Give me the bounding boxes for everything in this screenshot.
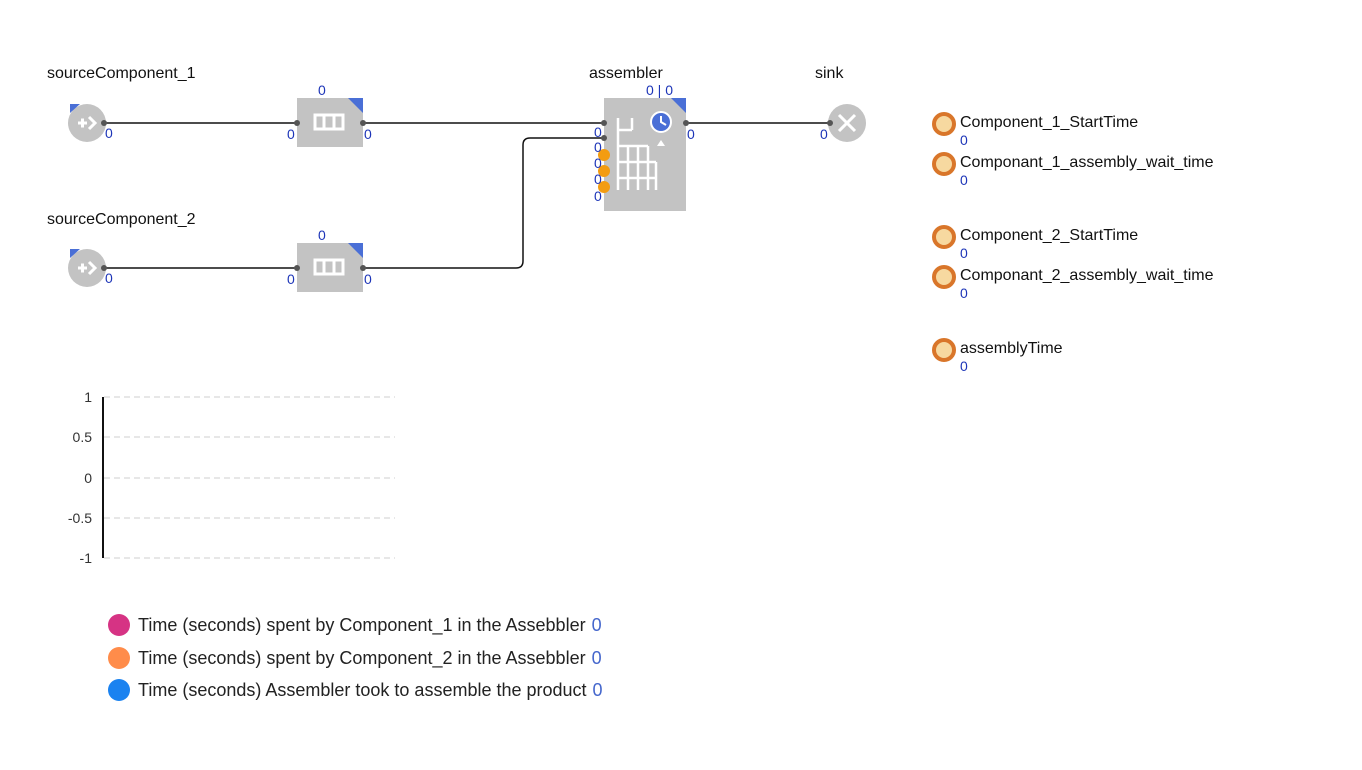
- source2-label: sourceComponent_2: [47, 211, 196, 228]
- clock-icon: [650, 111, 672, 133]
- queue1-out-count: 0: [364, 126, 372, 142]
- variable-value: 0: [960, 245, 968, 261]
- legend-label: Time (seconds) spent by Component_2 in t…: [138, 648, 586, 668]
- source1-block[interactable]: [68, 104, 106, 142]
- assembler-in-port-5[interactable]: [598, 181, 610, 193]
- variable-value: 0: [960, 285, 968, 301]
- legend-value: 0: [591, 615, 602, 635]
- variable-name: Componant_1_assembly_wait_time: [960, 154, 1214, 171]
- variable-name: assemblyTime: [960, 340, 1063, 357]
- assembler-in3-count: 0: [594, 155, 602, 171]
- queue1-out-port[interactable]: [360, 120, 366, 126]
- assembler-in-port-2[interactable]: [601, 135, 607, 141]
- queue1-count: 0: [318, 82, 326, 98]
- queue2-block[interactable]: [297, 243, 363, 292]
- queue2-in-count: 0: [287, 271, 295, 287]
- queue1-block[interactable]: [297, 98, 363, 147]
- assembler-out-count: 0: [687, 126, 695, 142]
- queue2-count: 0: [318, 227, 326, 243]
- legend-value: 0: [591, 648, 602, 668]
- queue2-out-count: 0: [364, 271, 372, 287]
- assembler-in5-count: 0: [594, 188, 602, 204]
- sink-in-count: 0: [820, 126, 828, 142]
- assembler-label: assembler: [589, 65, 663, 82]
- variable-name: Component_1_StartTime: [960, 114, 1139, 131]
- assembler-block[interactable]: [604, 98, 686, 211]
- legend-dot-icon: [108, 647, 130, 669]
- triangle-up-icon: [657, 140, 665, 146]
- assembler-in-port-4[interactable]: [598, 165, 610, 177]
- queue1-in-port[interactable]: [294, 120, 300, 126]
- source1-out-port[interactable]: [101, 120, 107, 126]
- legend-label: Time (seconds) Assembler took to assembl…: [138, 680, 587, 700]
- y-tick-label: 0.5: [72, 429, 92, 445]
- variable-value: 0: [960, 358, 968, 374]
- connector-queue2-assembler[interactable]: [363, 137, 604, 269]
- variable-name: Componant_2_assembly_wait_time: [960, 267, 1214, 284]
- variable-icon: [932, 152, 956, 176]
- queue1-in-count: 0: [287, 126, 295, 142]
- assembler-in2-count: 0: [594, 139, 602, 155]
- assembler-in-port-3[interactable]: [598, 149, 610, 161]
- y-tick-label: 1: [84, 389, 92, 405]
- source2-block[interactable]: [68, 249, 106, 287]
- assembler-counts: 0 | 0: [646, 82, 673, 98]
- chart-area: [102, 396, 395, 559]
- variable-value: 0: [960, 132, 968, 148]
- queue2-out-port[interactable]: [360, 265, 366, 271]
- assembler-in1-count: 0: [594, 124, 602, 140]
- y-tick-label: 0: [84, 470, 92, 486]
- sink-in-port[interactable]: [827, 120, 833, 126]
- sink-block[interactable]: [828, 104, 866, 142]
- variable-icon: [932, 338, 956, 362]
- legend-value: 0: [592, 680, 603, 700]
- variable-icon: [932, 112, 956, 136]
- source1-label: sourceComponent_1: [47, 65, 196, 82]
- assembler-icon: [616, 118, 658, 190]
- variable-value: 0: [960, 172, 968, 188]
- close-icon: [837, 113, 857, 133]
- y-tick-label: -1: [79, 550, 92, 566]
- variable-icon: [932, 225, 956, 249]
- assembler-in4-count: 0: [594, 171, 602, 187]
- legend-dot-icon: [108, 614, 130, 636]
- source2-out-port[interactable]: [101, 265, 107, 271]
- variable-icon: [932, 265, 956, 289]
- source2-out-count: 0: [105, 270, 113, 286]
- source1-out-count: 0: [105, 125, 113, 141]
- sink-label: sink: [815, 65, 844, 82]
- queue2-in-port[interactable]: [294, 265, 300, 271]
- legend-dot-icon: [108, 679, 130, 701]
- legend-label: Time (seconds) spent by Component_1 in t…: [138, 615, 586, 635]
- variable-name: Component_2_StartTime: [960, 227, 1139, 244]
- assembler-in-port-1[interactable]: [601, 120, 607, 126]
- y-tick-label: -0.5: [67, 510, 92, 526]
- assembler-out-port[interactable]: [683, 120, 689, 126]
